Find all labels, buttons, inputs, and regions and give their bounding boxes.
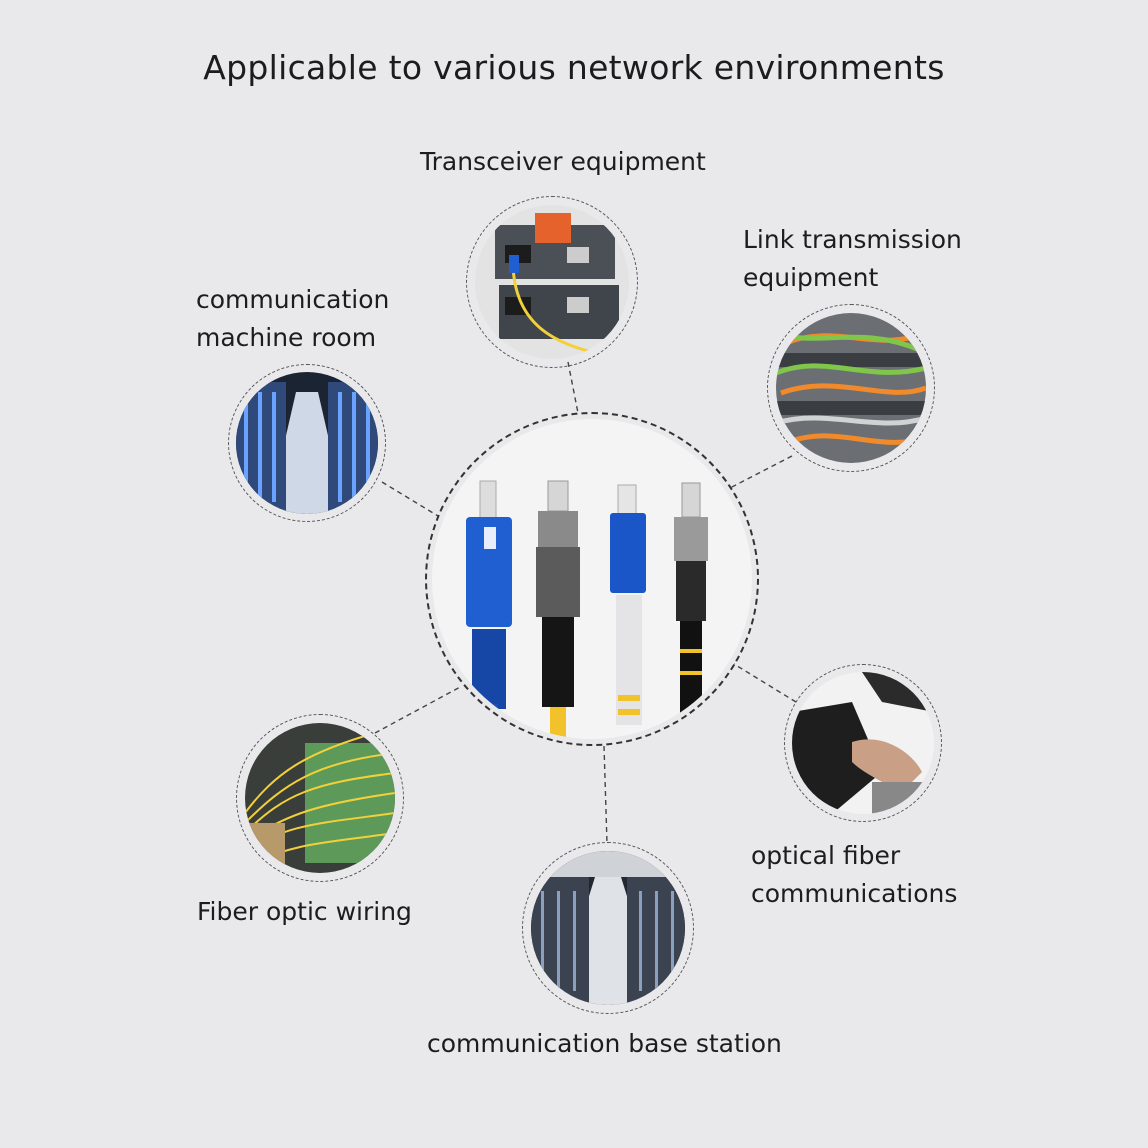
base-station-ring (522, 842, 694, 1014)
server-room-image (236, 372, 378, 514)
transceiver-image (475, 205, 629, 359)
line-to-fiber-wiring (374, 685, 463, 734)
patch-panel-image (776, 313, 926, 463)
line-to-optical (733, 663, 797, 703)
machine-room-ring (228, 364, 386, 522)
line-to-link (729, 455, 793, 489)
transceiver-ring (466, 196, 638, 368)
label-optical-fiber: optical fiber communications (751, 841, 958, 908)
label-transceiver: Transceiver equipment (420, 147, 706, 176)
fc-connector-icon (536, 480, 580, 739)
optical-ring (784, 664, 942, 822)
page-title: Applicable to various network environmen… (203, 48, 945, 87)
center-ring (425, 412, 759, 746)
label-fiber-wiring: Fiber optic wiring (197, 897, 412, 926)
label-link-transmission: Link transmission equipment (743, 225, 962, 292)
st-connector-icon (674, 482, 708, 719)
data-center-aisle-image (531, 851, 685, 1005)
fiber-wiring-image (245, 723, 395, 873)
label-machine-room: communication machine room (196, 285, 390, 352)
lc-connector-icon (610, 484, 646, 725)
line-to-base-station (603, 745, 608, 844)
connector-cluster-image (432, 419, 752, 739)
line-to-machine-room (381, 481, 439, 517)
label-base-station: communication base station (427, 1029, 782, 1058)
line-to-transceiver (567, 361, 579, 414)
operator-hand-image (792, 672, 934, 814)
link-ring (767, 304, 935, 472)
fiber-wiring-ring (236, 714, 404, 882)
